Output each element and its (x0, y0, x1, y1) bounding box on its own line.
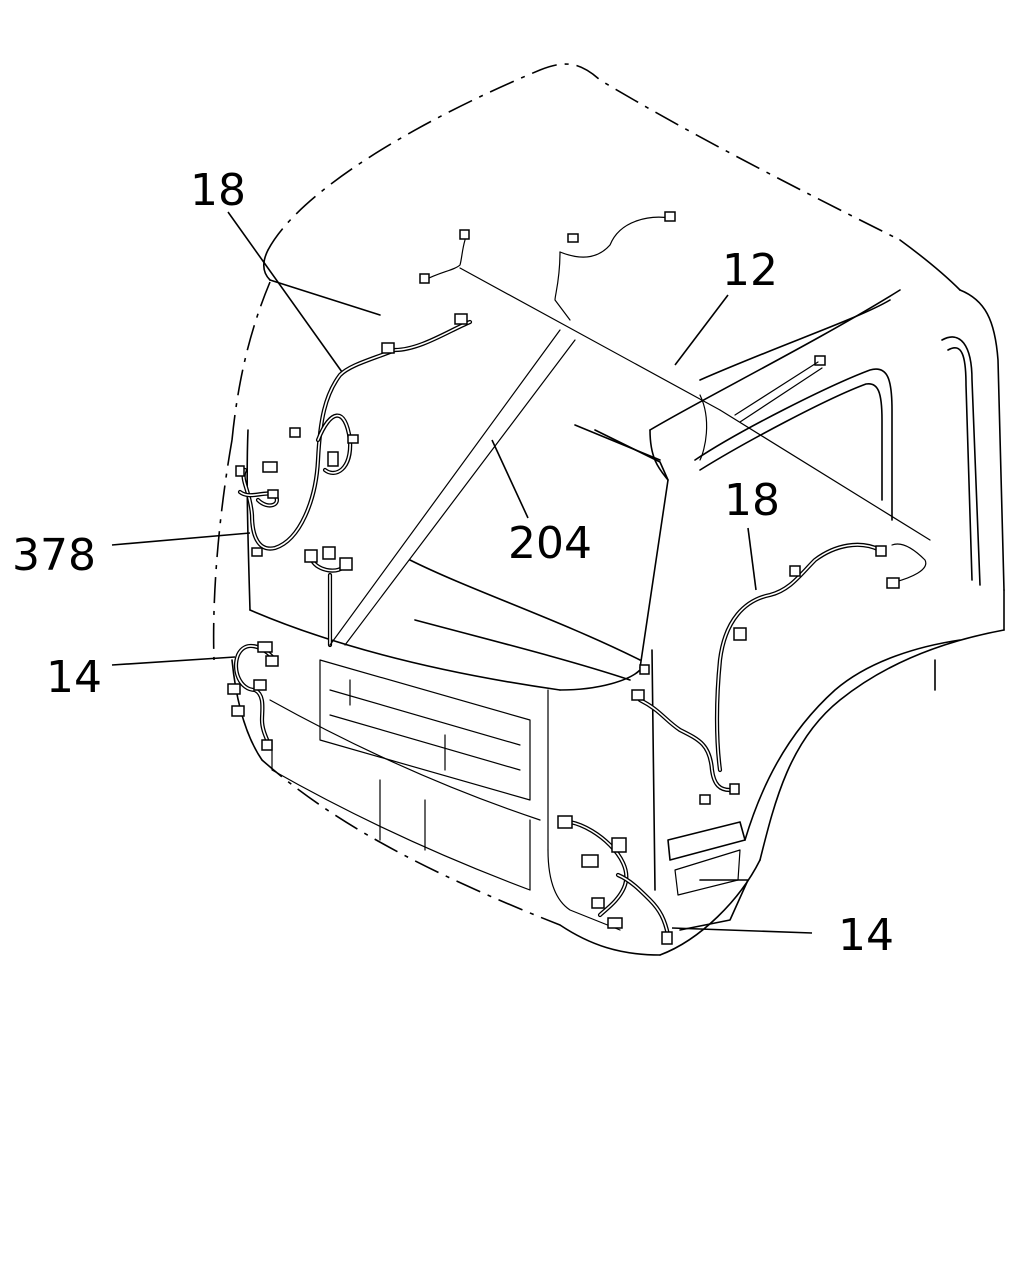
connector (611, 837, 627, 853)
leader-18-right (747, 527, 757, 591)
harness-378-wire (237, 489, 279, 557)
connector (557, 815, 573, 829)
connector (729, 783, 740, 795)
connector (289, 427, 301, 438)
callout-378: 378 (12, 530, 96, 581)
callout-18-left: 18 (190, 165, 246, 216)
connector (257, 641, 273, 653)
connector (251, 547, 263, 557)
connector (322, 546, 336, 560)
harness-204-wire (304, 329, 576, 648)
connector (327, 451, 339, 467)
callout-18-right: 18 (724, 475, 780, 526)
connector (591, 897, 605, 909)
connector (261, 739, 273, 751)
callout-14-right: 14 (838, 910, 894, 961)
harness-18-right-wire (631, 542, 927, 805)
connector (567, 233, 579, 243)
connector (339, 557, 353, 571)
connector (267, 489, 279, 499)
callout-14-left: 14 (46, 652, 102, 703)
connector (304, 549, 318, 563)
leader-lines (111, 211, 813, 934)
leader-14-left (111, 656, 236, 666)
connector (733, 627, 747, 641)
connector (814, 355, 826, 366)
connector (699, 794, 711, 805)
connector (231, 705, 245, 717)
connector (886, 577, 900, 589)
callout-204: 204 (508, 518, 592, 569)
connector (347, 434, 359, 444)
connector (661, 931, 673, 945)
connector (639, 664, 650, 675)
connector (235, 465, 245, 477)
connector (581, 854, 599, 868)
leader-204 (491, 439, 529, 519)
connector (381, 342, 395, 354)
connector (789, 565, 801, 577)
harness-14-right-wire (557, 815, 673, 945)
leader-378 (111, 532, 251, 546)
connector (419, 273, 430, 284)
connector (227, 683, 241, 695)
harness-14-left-wire (227, 641, 279, 751)
leader-14-right (671, 927, 813, 934)
connector (265, 655, 279, 667)
connector (253, 679, 267, 691)
harness-18-left-wire (235, 313, 473, 551)
connector (607, 917, 623, 929)
leader-18-left (227, 211, 343, 373)
connector (459, 229, 470, 240)
connector (454, 313, 468, 325)
connector (875, 545, 887, 557)
callout-labels: 18 12 18 204 378 14 14 (12, 165, 894, 961)
connector (262, 461, 278, 473)
callout-12: 12 (722, 245, 778, 296)
connector (664, 211, 676, 222)
leader-12 (674, 294, 729, 366)
cab-body (212, 63, 1005, 956)
connector (631, 689, 645, 701)
harness-12-wire (419, 211, 931, 541)
